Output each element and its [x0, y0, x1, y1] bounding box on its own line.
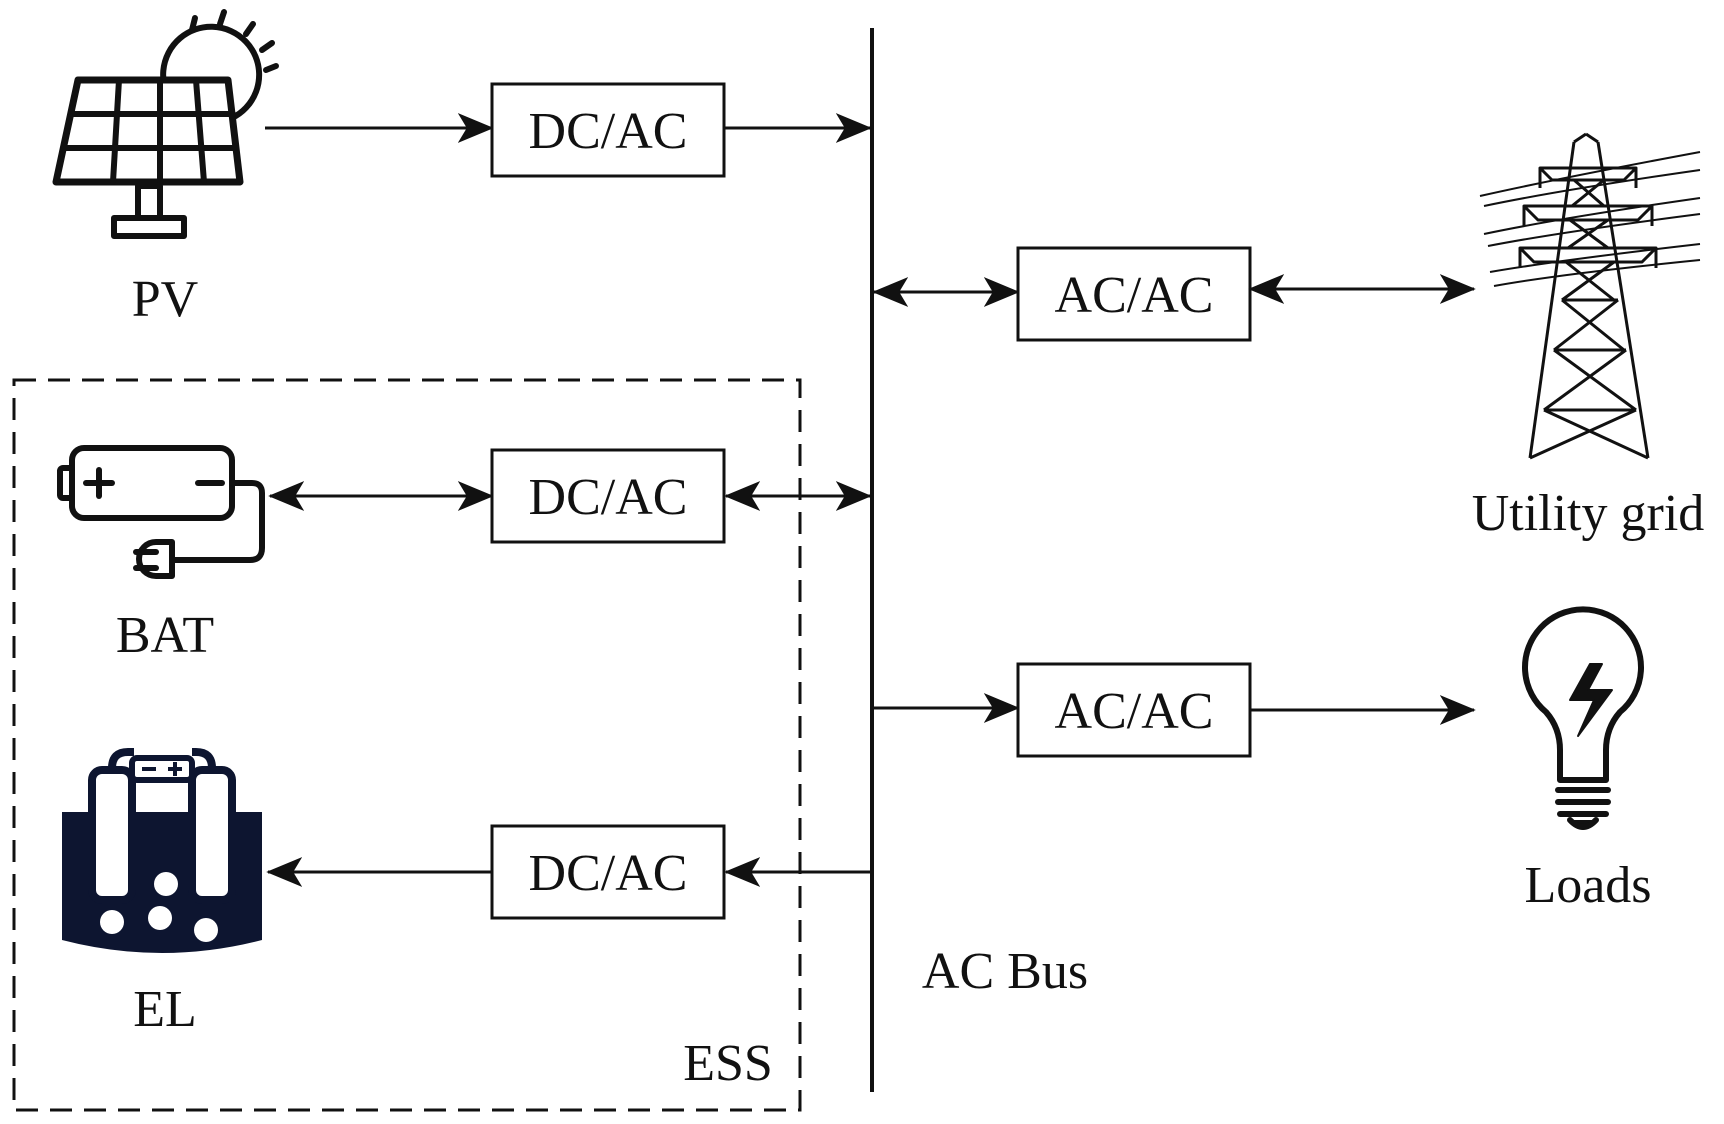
grid-converter-box	[1016, 246, 1252, 342]
pv-label: PV	[132, 271, 198, 328]
pv-converter-box	[490, 82, 726, 178]
loads-label: Loads	[1524, 857, 1651, 914]
loads-converter-label: AC/AC	[1055, 683, 1214, 740]
ess-boundary	[12, 378, 802, 1112]
grid-converter-label: AC/AC	[1055, 267, 1214, 324]
el-converter-label: DC/AC	[529, 845, 688, 902]
utility-grid-label: Utility grid	[1472, 485, 1705, 542]
transmission-tower-icon	[1479, 132, 1701, 460]
battery-icon	[57, 445, 265, 579]
ess-label: ESS	[683, 1035, 773, 1092]
loads-converter-box	[1016, 662, 1252, 758]
pv-converter-label: DC/AC	[529, 103, 688, 160]
bat-label: BAT	[116, 607, 214, 664]
electrolyzer-icon	[62, 748, 262, 953]
bat-converter-box	[490, 448, 726, 544]
el-label: EL	[133, 981, 197, 1038]
solar-panel-icon	[52, 9, 279, 239]
light-bulb-icon	[1522, 606, 1644, 830]
el-converter-box	[490, 824, 726, 920]
ac-bus-label: AC Bus	[922, 943, 1088, 1000]
bat-converter-label: DC/AC	[529, 469, 688, 526]
